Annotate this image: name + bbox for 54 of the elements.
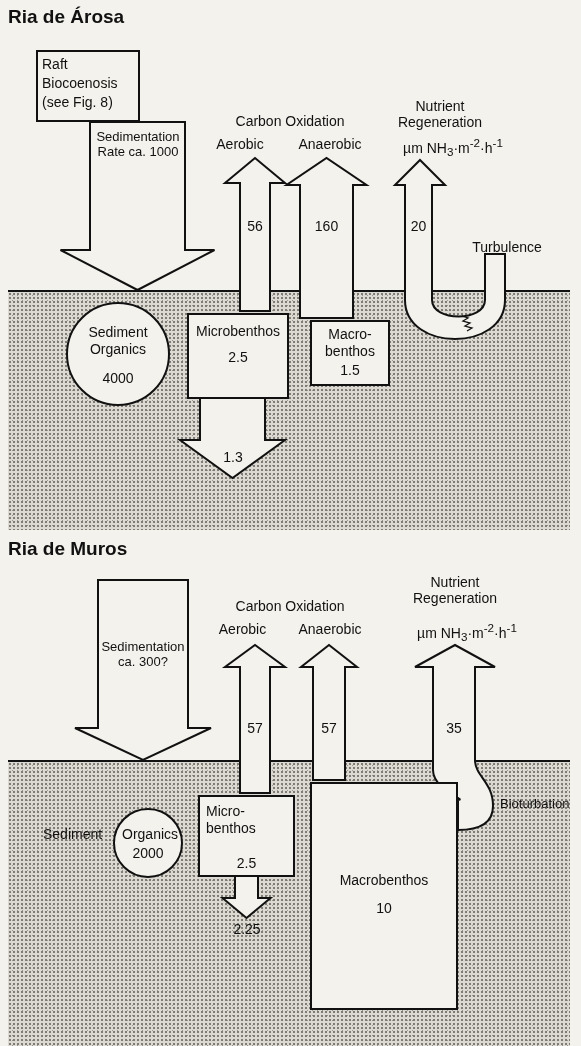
axis-heading: Nutrient Regeneration [411,574,499,607]
edge-label: 35 [445,720,463,737]
column-heading: Anaerobic [297,621,363,638]
edge-label: 57 [246,720,264,737]
compartment-label: Micro- benthos [206,803,257,837]
panel-heading: Ria de Muros [8,538,129,560]
edge-label: Sedimentation ca. 300? [100,640,186,670]
biomass-value: 2.5 [235,855,258,872]
flux-arrow [176,396,289,480]
column-heading: Aerobic [215,136,265,153]
compartment-box [310,320,390,386]
compartment-box [198,795,295,877]
compartment-label: Macrobenthos [338,872,430,889]
pool-label: Sediment Organics [87,324,149,358]
sediment-layer [8,760,570,1046]
flux-arrow [74,579,212,762]
pool-value: 2000 [131,845,165,861]
axis-heading: Carbon Oxidation [234,113,346,130]
unit-label: µm NH$_{3}$·m$^{-2}$·h$^{-1}$ [416,621,518,644]
edge-label: 160 [313,218,340,235]
column-heading: Aerobic [217,621,268,638]
edge-label: 56 [246,218,264,235]
biomass-value: 1.5 [339,362,361,379]
edge-label: Sedimentation Rate ca. 1000 [95,130,181,160]
pool-value: 4000 [101,370,135,386]
compartment-box [187,313,289,399]
compartment-label: Microbenthos [194,323,281,340]
edge-label: 2.25 [232,921,262,938]
flux-arrow [221,643,289,794]
box-label: Raft Biocoenosis (see Fig. 8) [42,55,119,112]
flux-arrow [298,643,360,781]
biomass-value: 10 [375,900,393,917]
flux-arrow [222,156,288,312]
flux-arrow [283,156,370,319]
compartment-label: Macro- benthos [324,326,376,360]
flux-arrow [219,874,274,920]
panel-heading: Ria de Árosa [8,6,126,28]
process-label: Bioturbation [500,797,571,812]
flux-arrow [394,159,506,340]
edge-label: 57 [320,720,338,737]
unit-label: µm NH$_{3}$·m$^{-2}$·h$^{-1}$ [402,136,504,159]
axis-heading: Carbon Oxidation [234,598,346,615]
biomass-value: 2.5 [227,349,249,366]
pool-label: Sediment Organics [43,826,179,842]
column-heading: Anaerobic [297,136,363,153]
edge-label: 20 [409,218,428,235]
raft-box [36,50,140,122]
edge-label: 1.3 [222,449,244,466]
sediment-layer [8,290,570,530]
axis-heading: Nutrient Regeneration [396,98,484,131]
flux-arrow [59,121,216,292]
flux-arrow [414,644,496,831]
process-label: Turbulence [462,239,552,255]
compartment-box [310,782,458,1010]
